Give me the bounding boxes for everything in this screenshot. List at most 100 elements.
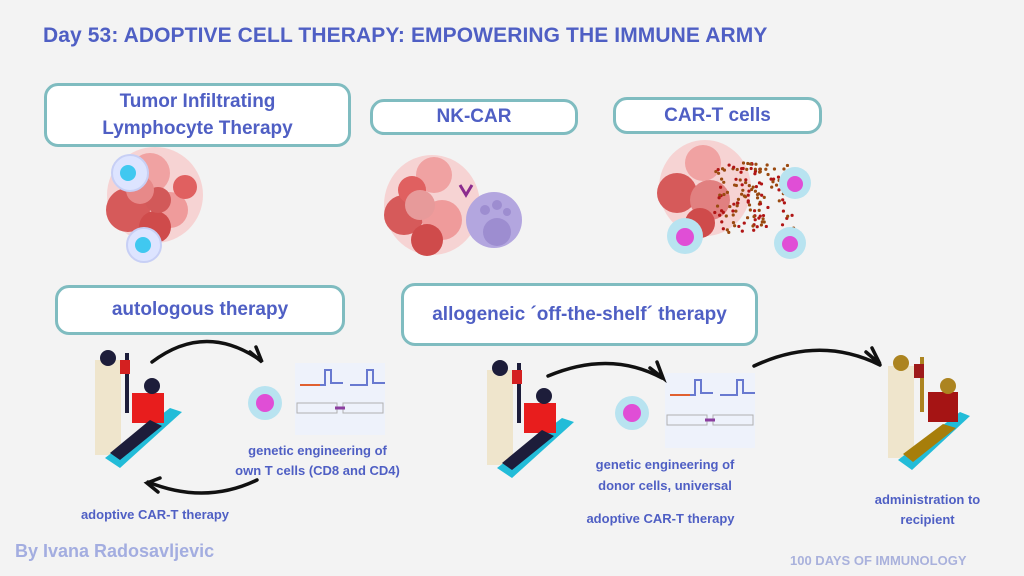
allogeneic-engineering-illustration [615, 373, 755, 448]
granule-dot [741, 161, 746, 165]
granule-dot [734, 177, 738, 181]
granule-dot [740, 183, 744, 187]
granule-dot [720, 220, 724, 224]
granule-dot [781, 198, 785, 202]
til-therapy-box: Tumor Infiltrating Lymphocyte Therapy [44, 83, 351, 147]
granule-dot [777, 188, 781, 192]
granule-dot [752, 215, 756, 219]
iv-stand-icon [920, 357, 924, 412]
granule-dot [771, 180, 775, 184]
granule-dot [753, 218, 757, 222]
nurse-figure [487, 370, 513, 465]
granule-dot [785, 163, 790, 168]
blood-bag-icon [120, 360, 130, 374]
granule-dot [782, 167, 786, 171]
granule-dot [766, 205, 770, 210]
t-cell-icon [111, 154, 149, 192]
blood-bag-icon [512, 370, 522, 384]
granule-dot [737, 224, 741, 229]
til-tumor-illustration [106, 147, 203, 263]
granule-dot [727, 163, 731, 167]
granule-dot [727, 230, 731, 234]
granule-dot [743, 195, 748, 199]
car-t-illustration [657, 140, 811, 259]
granule-dot [713, 210, 717, 215]
car-t-cell-icon [667, 218, 703, 254]
granule-dot [758, 167, 762, 171]
til-title-line1: Tumor Infiltrating [119, 91, 276, 112]
t-cell-icon [126, 227, 162, 263]
iv-stand-icon [517, 363, 521, 423]
granule-dot [765, 163, 769, 167]
granule-dot [734, 183, 738, 188]
granule-dot [774, 183, 779, 187]
granule-dot [761, 217, 765, 221]
gene-editing-diagram [295, 363, 385, 435]
granule-dot [718, 193, 722, 197]
granule-dot [719, 185, 723, 189]
granule-dot [766, 172, 770, 177]
granule-dot [740, 229, 744, 233]
granule-dot [731, 213, 735, 217]
granule-dot [744, 178, 748, 182]
granule-dot [731, 220, 736, 225]
nk-car-illustration [384, 155, 522, 256]
granule-dot [736, 197, 741, 201]
car-t-cell-icon [248, 386, 282, 420]
granule-dot [735, 204, 739, 208]
granule-dot [746, 193, 750, 197]
allogeneic-box: allogeneic ´off-the-shelf´ therapy [401, 283, 758, 346]
label-line: administration to [874, 492, 981, 507]
granule-dot [748, 208, 752, 212]
granule-dot [746, 161, 750, 166]
granule-dot [754, 162, 758, 166]
patient-transfusion-illustration [95, 350, 182, 468]
granule-dot [750, 187, 754, 192]
granule-dot [722, 180, 726, 184]
granule-dot [752, 209, 757, 213]
label-line: own T cells (CD8 and CD4) [235, 463, 400, 478]
granule-dot [755, 225, 759, 229]
til-title-line2: Lymphocyte Therapy [102, 118, 293, 139]
granule-dot [770, 185, 774, 189]
granule-dot [786, 214, 790, 218]
granule-dot [752, 228, 756, 232]
tumor-cluster-icon [384, 155, 480, 256]
granule-dot [724, 214, 728, 218]
granule-dot [748, 162, 753, 166]
granule-dot [757, 192, 761, 196]
car-receptor-icon [458, 184, 474, 198]
arrow-to-donor-engineering-icon [546, 361, 664, 380]
autologous-adoptive-label: adoptive CAR-T therapy [80, 507, 230, 522]
autologous-heading: autologous therapy [111, 299, 289, 320]
arrow-back-to-patient-icon [146, 478, 259, 495]
label-line: genetic engineering of [248, 443, 387, 458]
series-label: 100 DAYS OF IMMUNOLOGY [790, 553, 967, 568]
patient-shirt [132, 393, 164, 423]
granule-dot [758, 202, 763, 206]
granule-dot [716, 168, 720, 172]
car-t-cell-icon [615, 396, 649, 430]
granule-dot [715, 204, 720, 208]
granule-dot [769, 177, 773, 181]
granule-dot [719, 177, 724, 181]
car-t-label: CAR-T cells [664, 104, 771, 126]
author-credit: By Ivana Radosavljevic [15, 541, 215, 561]
granule-dot [736, 201, 740, 205]
label-line: donor cells, universal [598, 478, 732, 493]
granule-dot [745, 216, 750, 220]
iv-stand-icon [125, 353, 129, 413]
granule-dot [772, 177, 776, 181]
label-line: recipient [900, 512, 955, 527]
granule-dot [725, 190, 730, 194]
granule-dot [760, 220, 764, 224]
granule-dot [753, 189, 758, 193]
page-title: Day 53: ADOPTIVE CELL THERAPY: EMPOWERIN… [43, 24, 768, 47]
granule-dot [735, 167, 739, 172]
granule-dot [716, 171, 721, 175]
granule-dot [761, 213, 766, 218]
granule-dot [731, 209, 735, 213]
granule-dot [790, 213, 794, 217]
granule-dot [780, 223, 785, 227]
